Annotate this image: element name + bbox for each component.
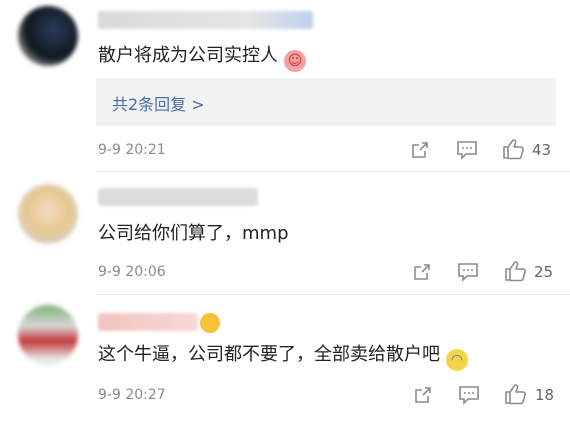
timestamp: 9-9 20:27 — [98, 387, 166, 403]
comment-item: 散户将成为公司实控人 ☺ 共2条回复 > 9-9 20:21 43 — [0, 0, 570, 170]
replies-label: 共2条回复 > — [112, 95, 205, 114]
avatar[interactable] — [18, 305, 78, 365]
like-count: 18 — [535, 386, 555, 404]
comment-icon[interactable] — [456, 140, 478, 160]
replies-button[interactable]: 共2条回复 > — [96, 78, 556, 126]
crying-laughing-icon: ◠ — [446, 349, 468, 371]
laughing-face-icon: ☺ — [284, 50, 306, 72]
like-count: 43 — [532, 141, 552, 159]
like-icon[interactable] — [502, 138, 526, 160]
comment-icon[interactable] — [457, 262, 479, 282]
divider — [96, 294, 570, 295]
like-count: 25 — [534, 263, 554, 281]
comment-body: 散户将成为公司实控人 — [98, 45, 278, 66]
share-icon[interactable] — [413, 385, 433, 405]
comment-text: 散户将成为公司实控人 ☺ — [98, 44, 306, 72]
like-icon[interactable] — [504, 383, 528, 405]
comment-item: 这个牛逼，公司都不要了，全部卖给散户吧 ◠ 9-9 20:27 18 — [0, 295, 570, 421]
comment-body: 公司给你们算了，mmp — [98, 223, 289, 244]
username[interactable] — [98, 313, 198, 331]
divider — [96, 171, 570, 172]
comment-body: 这个牛逼，公司都不要了，全部卖给散户吧 — [98, 344, 440, 365]
comment-icon[interactable] — [458, 385, 480, 405]
share-icon[interactable] — [410, 140, 430, 160]
username[interactable] — [98, 188, 258, 206]
avatar[interactable] — [18, 6, 78, 66]
avatar[interactable] — [18, 184, 78, 244]
comment-text: 这个牛逼，公司都不要了，全部卖给散户吧 ◠ — [98, 343, 468, 371]
share-icon[interactable] — [412, 262, 432, 282]
username[interactable] — [98, 11, 313, 29]
like-icon[interactable] — [504, 260, 528, 282]
timestamp: 9-9 20:06 — [98, 264, 166, 280]
badge-icon — [200, 313, 220, 333]
comment-item: 公司给你们算了，mmp 9-9 20:06 25 — [0, 172, 570, 292]
timestamp: 9-9 20:21 — [98, 142, 166, 158]
